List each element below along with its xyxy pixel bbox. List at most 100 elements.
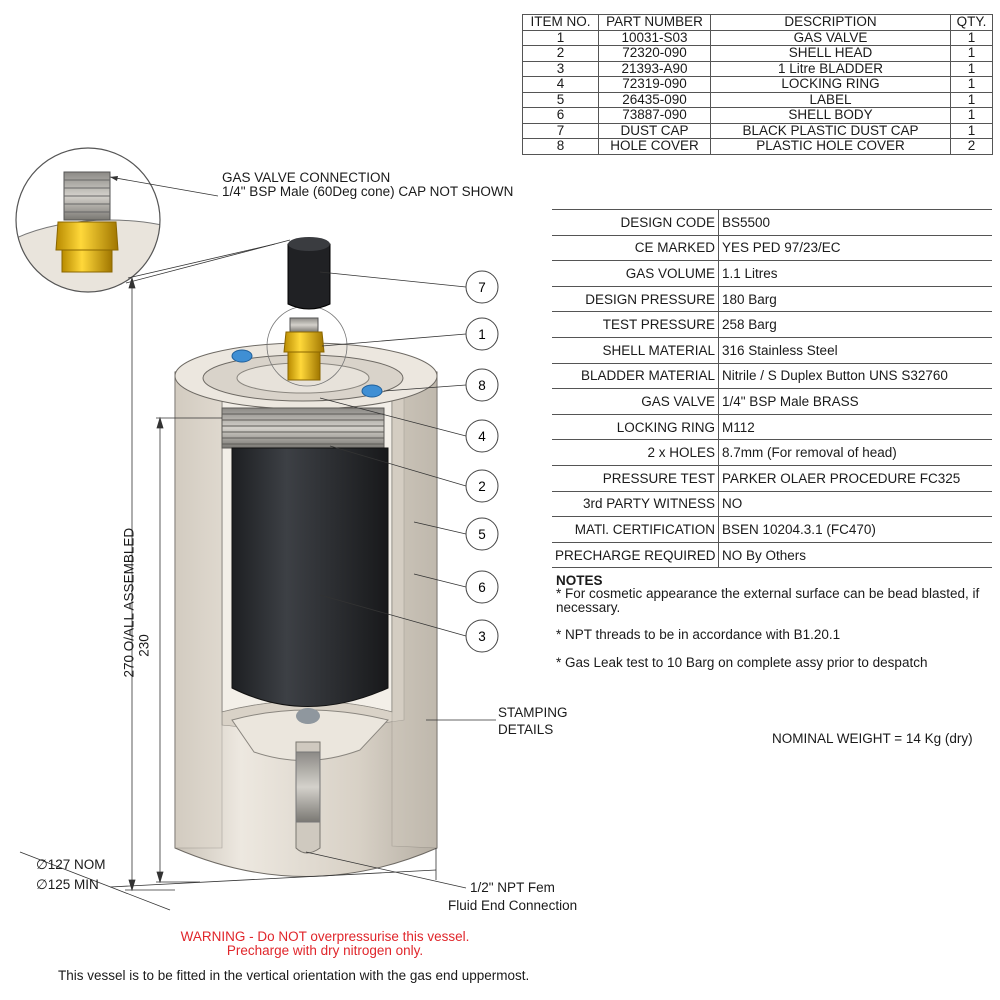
cell: 73887-090 (598, 107, 711, 124)
spec-value: 1/4" BSP Male BRASS (718, 388, 992, 415)
cell: SHELL BODY (710, 107, 951, 124)
warning-text: WARNING - Do NOT overpressurise this ves… (140, 930, 510, 958)
spec-value: YES PED 97/23/EC (718, 234, 992, 262)
cell: LABEL (710, 91, 951, 108)
cell: 4 (522, 76, 599, 93)
spec-key: DESIGN CODE (552, 209, 719, 236)
cell: 1 Litre BLADDER (710, 60, 951, 77)
spec-key: BLADDER MATERIAL (552, 362, 719, 390)
cell: SHELL HEAD (710, 45, 951, 62)
leader-lines (305, 271, 496, 889)
cell: 72319-090 (598, 76, 711, 93)
col-qty: QTY. (950, 14, 993, 31)
cell: 2 (950, 138, 993, 155)
cell: 1 (950, 122, 993, 139)
cell: 8 (522, 138, 599, 155)
spec-key: MATl. CERTIFICATION (552, 516, 719, 543)
overall-height-dimension: 270 O/ALL ASSEMBLED (121, 527, 137, 678)
cell: 26435-090 (598, 91, 711, 108)
gas-valve (266, 305, 348, 387)
cell: 5 (522, 91, 599, 108)
diameter-nom-label: ∅127 NOM (36, 857, 106, 872)
spec-key: GAS VOLUME (552, 260, 719, 287)
bladder (231, 447, 389, 724)
fluid-end-connection-label: Fluid End Connection (448, 898, 578, 913)
spec-value: BSEN 10204.3.1 (FC470) (718, 516, 992, 543)
cell: 72320-090 (598, 45, 711, 62)
cell: LOCKING RING (710, 76, 951, 93)
spec-value: 258 Barg (718, 311, 992, 338)
col-item-no: ITEM NO. (522, 14, 599, 31)
cell: 3 (522, 60, 599, 77)
orientation-footer: This vessel is to be fitted in the verti… (58, 968, 530, 983)
cell: BLACK PLASTIC DUST CAP (710, 122, 951, 139)
nominal-weight: NOMINAL WEIGHT = 14 Kg (dry) (772, 731, 973, 746)
cell: 7 (522, 122, 599, 139)
spec-value: NO (718, 490, 992, 518)
gas-valve-connection-label: GAS VALVE CONNECTION (222, 170, 391, 185)
cell: HOLE COVER (598, 138, 711, 155)
spec-value: Nitrile / S Duplex Button UNS S32760 (718, 362, 992, 390)
spec-value: NO By Others (718, 541, 992, 569)
spec-key: CE MARKED (552, 234, 719, 262)
cell: 1 (950, 107, 993, 124)
cell: GAS VALVE (710, 29, 951, 46)
notes-title: NOTES (556, 573, 603, 588)
spec-value: M112 (718, 413, 992, 441)
spec-value: 8.7mm (For removal of head) (718, 439, 992, 466)
cell: 1 (950, 91, 993, 108)
cell: 10031-S03 (598, 29, 711, 46)
spec-key: 3rd PARTY WITNESS (552, 490, 719, 518)
spec-key: SHELL MATERIAL (552, 336, 719, 364)
cell: PLASTIC HOLE COVER (710, 138, 951, 155)
col-description: DESCRIPTION (710, 14, 951, 31)
cell: 1 (950, 76, 993, 93)
cell: 2 (522, 45, 599, 62)
fluid-port-label: 1/2" NPT Fem (470, 880, 555, 895)
spec-key: TEST PRESSURE (552, 311, 719, 338)
spec-key: 2 x HOLES (552, 439, 719, 466)
cell: 1 (522, 29, 599, 46)
spec-value: 316 Stainless Steel (718, 336, 992, 364)
col-part-number: PART NUMBER (598, 14, 711, 31)
diameter-min-label: ∅125 MIN (36, 877, 99, 892)
stamping-label: STAMPING (498, 705, 568, 720)
stamping-details-label: DETAILS (498, 722, 554, 737)
cell: 6 (522, 107, 599, 124)
warning-line-1: WARNING - Do NOT overpressurise this ves… (180, 929, 470, 944)
parts-list-header: ITEM NO. PART NUMBER DESCRIPTION QTY. (522, 14, 993, 31)
cell: DUST CAP (598, 122, 711, 139)
spec-value: PARKER OLAER PROCEDURE FC325 (718, 464, 992, 492)
note-3: * Gas Leak test to 10 Barg on complete a… (556, 655, 928, 670)
cell: 1 (950, 29, 993, 46)
note-2: * NPT threads to be in accordance with B… (556, 627, 841, 642)
spec-value: BS5500 (718, 209, 992, 236)
dimension-lines (19, 243, 437, 911)
spec-key: LOCKING RING (552, 413, 719, 441)
spec-value: 1.1 Litres (718, 260, 992, 287)
dust-cap (287, 237, 331, 310)
spec-value: 180 Barg (718, 285, 992, 313)
spec-key: PRESSURE TEST (552, 464, 719, 492)
